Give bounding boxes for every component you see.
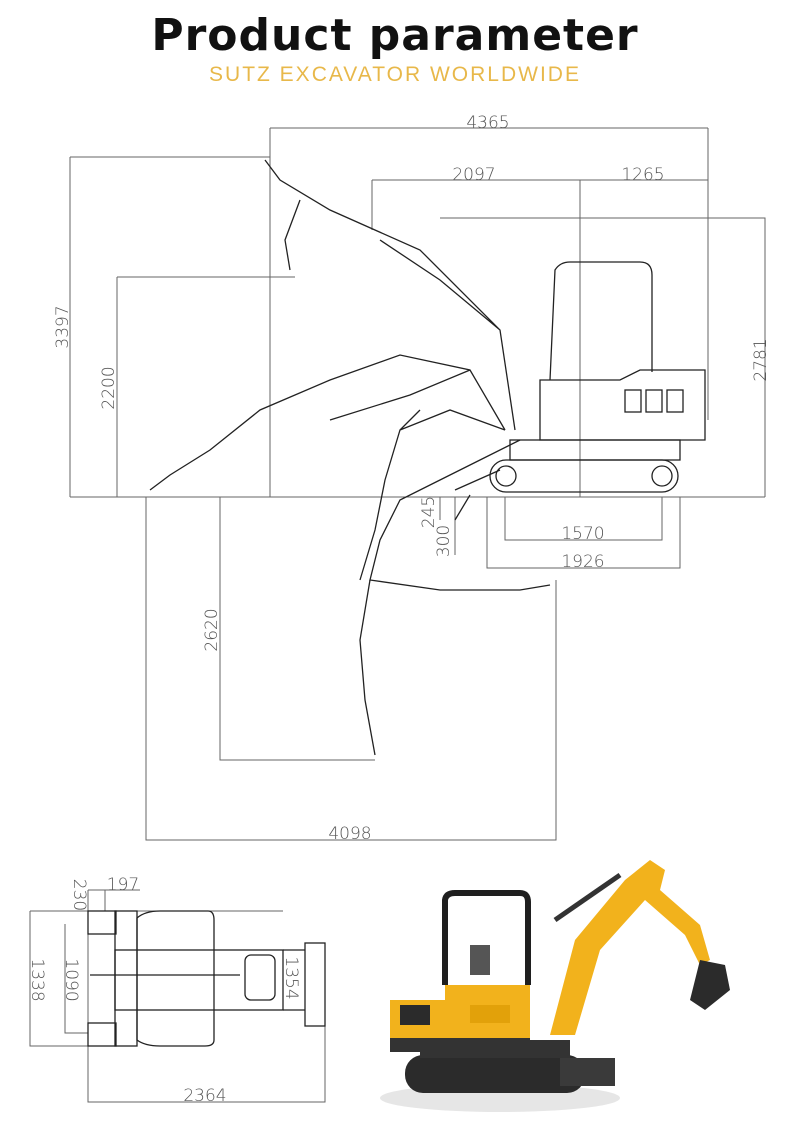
dim-3397: 3397 [53,305,73,348]
side-view-excavator-drawing [149,159,706,756]
dim-1265: 1265 [621,165,664,185]
dim-1570: 1570 [561,524,604,544]
dim-2620: 2620 [202,608,222,651]
dim-1090: 1090 [61,958,81,1001]
dim-2097: 2097 [452,165,495,185]
dim-2781: 2781 [751,338,771,381]
top-view-excavator-drawing [87,910,326,1047]
page-subtitle: SUTZ EXCAVATOR WORLDWIDE [209,63,581,86]
top-view-dimension-labels: 197 230 1338 1090 1354 2364 [27,875,301,1106]
dim-245: 245 [419,496,439,528]
dim-2364: 2364 [183,1086,226,1106]
dim-1354: 1354 [281,956,301,999]
side-view-dimension-lines [69,127,766,841]
dim-1338: 1338 [27,958,47,1001]
dim-300: 300 [434,525,454,557]
dim-4365: 4365 [466,113,509,133]
dim-197: 197 [107,875,139,895]
dim-230: 230 [69,879,89,911]
dim-2200: 2200 [99,366,119,409]
dim-1926: 1926 [561,552,604,572]
excavator-product-image [380,860,730,1112]
page-title: Product parameter [151,10,639,61]
side-view-dimension-labels: 4365 2097 1265 3397 2200 2781 245 300 15… [53,113,771,844]
dim-4098: 4098 [328,824,371,844]
